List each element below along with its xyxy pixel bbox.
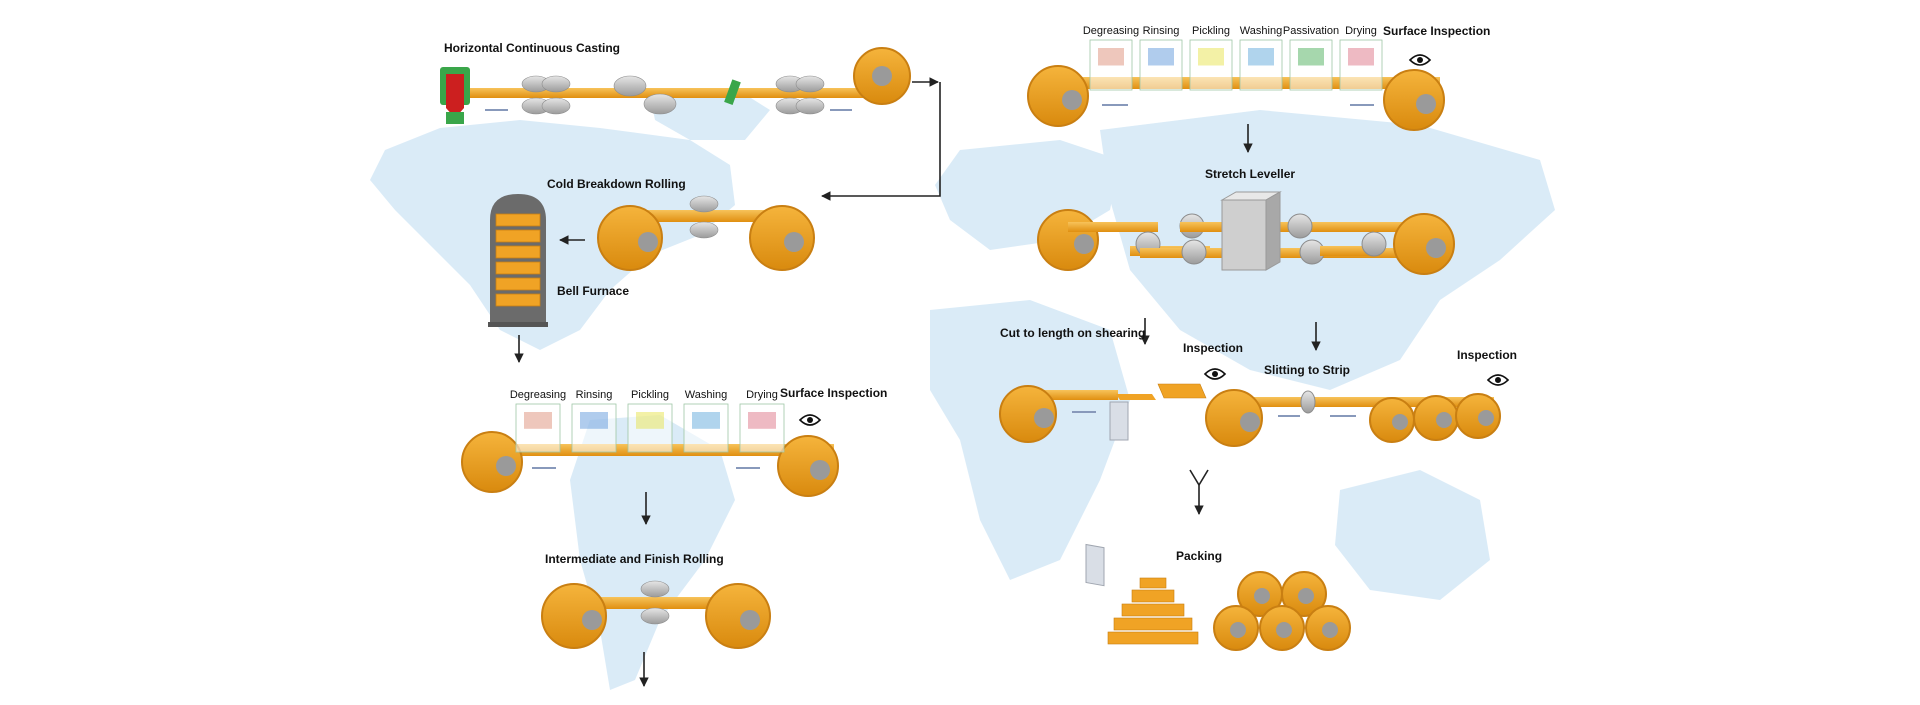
casting-coil-core	[872, 66, 892, 86]
label-slitting: Slitting to Strip	[1264, 363, 1350, 377]
eye-icon	[1486, 374, 1510, 386]
tank-tanks1-2	[627, 403, 673, 453]
stage-surface-inspection-1: Degreasing Rinsing Pickling Washing Drying S…	[461, 386, 887, 497]
tank-label-tanks2-4: Passivation	[1283, 25, 1339, 37]
tank-spray-tanks2-0	[1098, 48, 1124, 66]
map-south-america	[570, 415, 735, 690]
label-casting: Horizontal Continuous Casting	[444, 41, 620, 55]
bell-furnace-stack	[495, 213, 541, 307]
tank-label-tanks2-1: Rinsing	[1143, 25, 1180, 37]
tank-tanks2-3	[1239, 39, 1283, 91]
tank-label-tanks2-0: Degreasing	[1083, 25, 1139, 37]
tank-tanks1-4	[739, 403, 785, 453]
stage-packing: Packing	[1107, 549, 1351, 651]
label-intermediate-finish: Intermediate and Finish Rolling	[545, 552, 724, 566]
arrow-casting-to-breakdown	[821, 82, 941, 201]
coil-pyramid	[1213, 571, 1351, 651]
arrow-merge-right	[1198, 469, 1209, 486]
eye-icon-pupil	[1212, 371, 1218, 377]
tank-label-tanks2-2: Pickling	[1192, 25, 1230, 37]
label-surface-inspection-2: Surface Inspection	[1383, 24, 1490, 38]
map-australia	[1335, 470, 1490, 600]
tank-label-tanks2-5: Drying	[1345, 25, 1377, 37]
label-packing: Packing	[1176, 549, 1222, 563]
tank-spray-tanks2-2	[1198, 48, 1224, 66]
tank-spray-tanks2-1	[1148, 48, 1174, 66]
tank-row-1: Degreasing Rinsing Pickling Washing Drying	[510, 389, 785, 453]
tank-label-tanks1-3: Washing	[685, 389, 727, 401]
map-north-america	[370, 120, 735, 350]
eye-icon-pupil	[1495, 377, 1501, 383]
tank-spray-tanks1-0	[524, 412, 552, 429]
tank-spray-tanks1-1	[580, 412, 608, 429]
furnace-base	[446, 112, 464, 124]
stage-slitting-to-strip: Slitting to Strip Inspection	[1205, 348, 1517, 447]
tank-spray-tanks2-5	[1348, 48, 1374, 66]
tank-label-tanks1-4: Drying	[746, 389, 778, 401]
tank-label-tanks1-1: Rinsing	[576, 389, 613, 401]
arrow-merge-left	[1189, 469, 1200, 486]
tank-tanks1-1	[571, 403, 617, 453]
eye-icon-pupil	[807, 417, 813, 423]
label-cut-to-length: Cut to length on shearing	[1000, 326, 1145, 340]
leveller-frame	[1220, 191, 1282, 271]
stage-cut-to-length: Cut to length on shearing Inspection	[999, 326, 1243, 587]
sheet-stack	[1107, 577, 1199, 645]
tank-tanks2-2	[1189, 39, 1233, 91]
shear-blade-bottom	[1109, 401, 1129, 441]
tank-tanks2-4	[1289, 39, 1333, 91]
stage-intermediate-finish-rolling: Intermediate and Finish Rolling	[541, 552, 771, 649]
casting-strip	[470, 88, 870, 98]
tank-tanks2-1	[1139, 39, 1183, 91]
stage-horizontal-casting: Horizontal Continuous Casting	[440, 41, 911, 124]
stage-cold-breakdown-rolling: Cold Breakdown Rolling	[547, 177, 815, 271]
tank-tanks1-0	[515, 403, 561, 453]
stage-bell-furnace: Bell Furnace	[488, 194, 629, 327]
shear-blade-top	[1085, 543, 1105, 587]
eye-icon-pupil	[1417, 57, 1423, 63]
tank-spray-tanks1-4	[748, 412, 776, 429]
label-breakdown: Cold Breakdown Rolling	[547, 177, 686, 191]
tank-spray-tanks1-2	[636, 412, 664, 429]
eye-icon	[798, 414, 822, 426]
tank-spray-tanks2-4	[1298, 48, 1324, 66]
casting-rollers	[521, 75, 825, 115]
tank-label-tanks1-2: Pickling	[631, 389, 669, 401]
label-inspection-2: Inspection	[1457, 348, 1517, 362]
label-surface-inspection-1: Surface Inspection	[780, 386, 887, 400]
label-inspection-1: Inspection	[1183, 341, 1243, 355]
tank-tanks2-0	[1089, 39, 1133, 91]
flow-arrows	[514, 77, 1321, 687]
stage-stretch-leveller: Stretch Leveller	[1037, 167, 1455, 275]
label-bell-furnace: Bell Furnace	[557, 284, 629, 298]
eye-icon	[1408, 54, 1432, 66]
tank-tanks2-5	[1339, 39, 1383, 91]
tank-spray-tanks2-3	[1248, 48, 1274, 66]
slitter-knife	[1300, 390, 1316, 414]
casting-cutter	[724, 79, 741, 105]
eye-icon	[1203, 368, 1227, 380]
label-stretch-leveller: Stretch Leveller	[1205, 167, 1295, 181]
tank-label-tanks2-3: Washing	[1240, 25, 1282, 37]
furnace-melt	[446, 74, 464, 118]
tank-spray-tanks1-3	[692, 412, 720, 429]
map-greenland	[650, 88, 770, 140]
tank-tanks1-3	[683, 403, 729, 453]
tank-label-tanks1-0: Degreasing	[510, 389, 566, 401]
